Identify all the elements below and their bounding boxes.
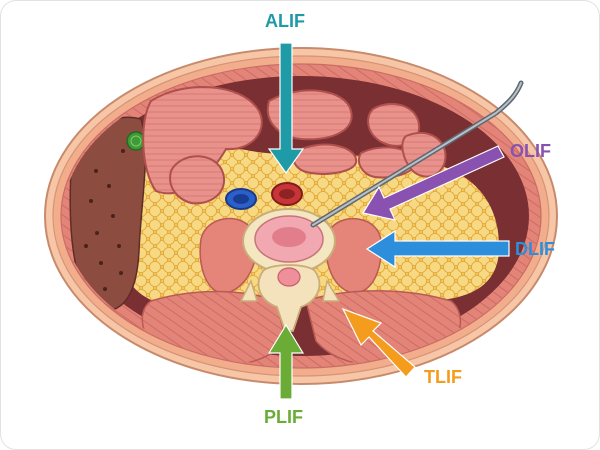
right-facet xyxy=(322,278,341,302)
posterior-elements xyxy=(257,264,321,332)
left-facet xyxy=(239,278,259,302)
bowel-loop xyxy=(292,143,358,175)
approach-arrows xyxy=(267,42,510,400)
vena-cava-lumen xyxy=(233,194,249,204)
alif-label: ALIF xyxy=(265,11,305,31)
nucleus-pulposus xyxy=(272,227,306,247)
aorta-lumen xyxy=(279,189,295,199)
tlif-label: TLIF xyxy=(424,367,462,387)
plif-label: PLIF xyxy=(264,407,303,427)
olif-label: OLIF xyxy=(510,141,551,161)
olif-instrument-highlight xyxy=(312,82,522,226)
tlif-arrow xyxy=(341,307,416,378)
bowel-loop xyxy=(169,155,226,205)
olif-arrow xyxy=(362,145,505,221)
dlif-label: DLIF xyxy=(515,239,555,259)
spinal-cord xyxy=(277,267,301,287)
plif-arrow xyxy=(267,323,305,400)
gallbladder-wall xyxy=(130,135,142,147)
right-psoas-muscle xyxy=(325,217,382,294)
dlif-arrow xyxy=(365,229,510,269)
liver-pores xyxy=(84,149,125,291)
alif-arrow xyxy=(267,42,305,175)
